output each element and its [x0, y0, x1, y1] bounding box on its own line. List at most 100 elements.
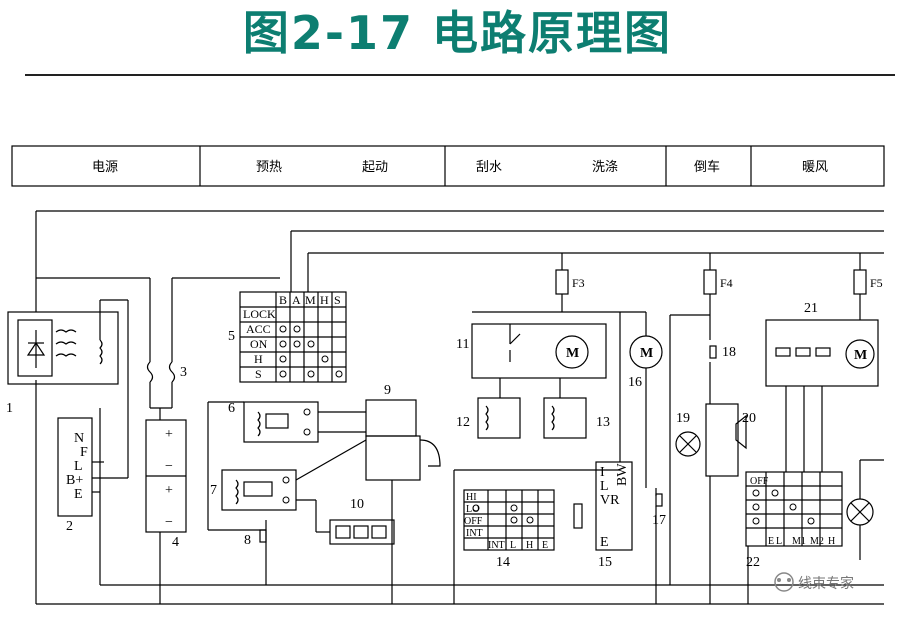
wiper-relay-right: [543, 397, 587, 439]
circuit-element: [419, 439, 441, 467]
diagram-label: INT: [488, 540, 505, 551]
circuit-element: [845, 339, 875, 369]
diagram-label: N: [74, 431, 84, 446]
diagram-label: 22: [746, 555, 760, 570]
diagram-label: M: [566, 346, 579, 361]
circuit-element: [321, 355, 329, 363]
circuit-element: [295, 439, 367, 481]
circuit-element: [795, 347, 811, 357]
diagram-label: 13: [596, 415, 610, 430]
circuit-element: [679, 435, 697, 453]
circuit-element: [735, 414, 747, 450]
circuit-element: [168, 361, 176, 383]
circuit-element: [371, 525, 387, 539]
diagram-label: E: [600, 535, 609, 550]
diagram-label: 3: [180, 365, 187, 380]
header-box: [11, 145, 885, 187]
diagram-label: M: [305, 293, 316, 307]
circuit-element: [99, 339, 103, 365]
circuit-element: [365, 435, 421, 481]
circuit-element: [510, 516, 518, 524]
circuit-element: [752, 503, 760, 511]
diagram-label: H: [828, 536, 835, 547]
header-preheat: 预热: [256, 160, 282, 175]
diagram-label: OFF: [464, 516, 483, 527]
circuit-element: [282, 496, 290, 504]
diagram-label: 19: [676, 411, 690, 426]
circuit-element: [265, 413, 289, 429]
circuit-element: [509, 333, 521, 345]
header-start: 起动: [362, 160, 388, 175]
circuit-element: [752, 517, 760, 525]
circuit-element: [815, 347, 831, 357]
diagram-label: 16: [628, 375, 642, 390]
title-divider: [25, 74, 895, 76]
starter-relay: [221, 469, 297, 511]
diagram-label: H: [320, 293, 329, 307]
circuit-element: [293, 340, 301, 348]
diagram-label: L: [600, 479, 609, 494]
diagram-label: ON: [250, 337, 268, 351]
circuit-element: [257, 411, 261, 437]
circuit-element: [789, 503, 797, 511]
diagram-label: S: [334, 293, 341, 307]
diagram-label: 7: [210, 483, 217, 498]
fuse-f5: [853, 269, 867, 295]
diagram-label: 8: [244, 533, 251, 548]
circuit-element: [787, 578, 791, 582]
circuit-element: [775, 347, 791, 357]
heater-switch: [745, 471, 843, 547]
glow-relay: [243, 401, 319, 443]
circuit-element: [526, 516, 534, 524]
glow-plugs: [329, 519, 395, 545]
diagram-label: ACC: [246, 322, 271, 336]
circuit-element: [282, 476, 290, 484]
circuit-element: [293, 325, 301, 333]
circuit-element: [485, 405, 489, 431]
wiper-switch: [463, 489, 555, 551]
diagram-label: E: [768, 536, 774, 547]
circuit-element: [850, 502, 870, 522]
diagram-label: E: [542, 540, 548, 551]
diagram-label: 9: [384, 383, 391, 398]
circuit-element: [472, 504, 480, 512]
circuit-element: [573, 503, 583, 529]
circuit-element: [303, 428, 311, 436]
circuit-element: [279, 370, 287, 378]
diagram-label: 2: [66, 519, 73, 534]
diagram-label: 17: [652, 513, 666, 528]
circuit-element: [17, 319, 53, 377]
diagram-label: B+: [66, 473, 83, 488]
diagram-label: 4: [172, 535, 179, 550]
circuit-element: [771, 489, 779, 497]
diagram-label: M: [854, 348, 867, 363]
diagram-label: 15: [598, 555, 612, 570]
diagram-label: 线束专家: [798, 575, 854, 592]
page-title: 图2-17 电路原理图: [242, 6, 673, 60]
watermark: 线束专家: [774, 572, 854, 592]
diagram-label: INT: [466, 528, 483, 539]
wiper-motor-unit: [471, 323, 607, 379]
diagram-label: B: [279, 293, 287, 307]
header-washer: 洗涤: [592, 160, 618, 175]
circuit-element: [146, 361, 154, 383]
header-power: 电源: [92, 160, 118, 175]
diagram-label: 6: [228, 401, 235, 416]
circuit-element: [259, 529, 267, 543]
diagram-label: I: [600, 465, 605, 480]
circuit-element: [235, 479, 239, 505]
diagram-label: 5: [228, 329, 235, 344]
diagram-label: F: [80, 445, 88, 460]
circuit-element: [752, 489, 760, 497]
circuit-element: [307, 340, 315, 348]
diagram-label: L: [776, 536, 782, 547]
diagram-label: S: [255, 367, 262, 381]
reverse-lamp-unit: [705, 403, 739, 477]
intermittent-relay: [595, 461, 633, 551]
diagram-label: 18: [722, 345, 736, 360]
fuse-f3: [555, 269, 569, 295]
diagram-label: VR: [600, 493, 620, 508]
diagram-label: 21: [804, 301, 818, 316]
diagram-label: A: [292, 293, 301, 307]
